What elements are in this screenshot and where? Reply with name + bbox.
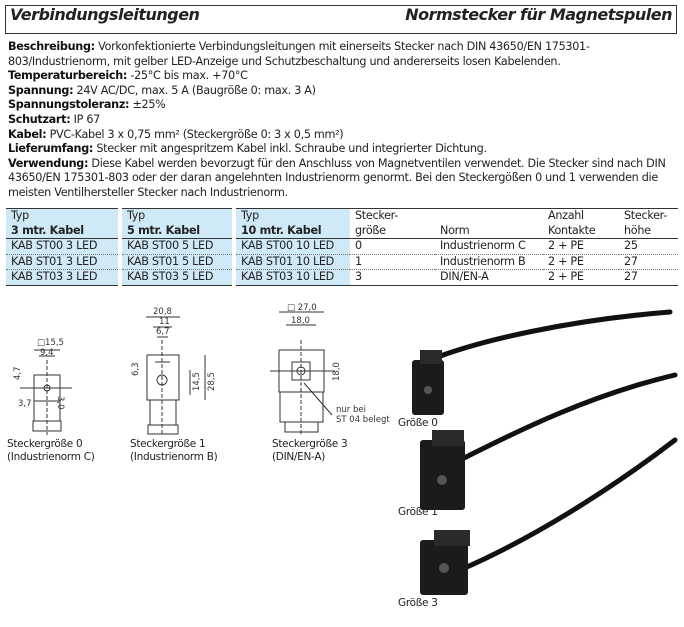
svg-text:□ 27,0: □ 27,0: [287, 303, 317, 313]
desc-line: Beschreibung: Vorkonfektionierte Verbind…: [8, 40, 590, 68]
connector-photos: [412, 309, 678, 595]
photo-connector-0: [412, 350, 444, 415]
page-title: Verbindungsleitungen: [10, 5, 200, 24]
svg-text:18,0: 18,0: [291, 316, 310, 326]
svg-text:20,8: 20,8: [153, 307, 172, 317]
drawing-size-1: [146, 316, 206, 435]
caption-size-3: Steckergröße 3(DIN/EN-A): [272, 438, 348, 463]
svg-text:6,7: 6,7: [156, 327, 170, 337]
photo-connector-3: [420, 530, 470, 595]
desc-line: Lieferumfang: Stecker mit angespritzem K…: [8, 142, 487, 156]
svg-text:18,0: 18,0: [332, 362, 342, 381]
desc-line: Spannungstoleranz: ±25%: [8, 98, 166, 112]
drawing-size-0: [20, 349, 72, 435]
description: Beschreibung: Vorkonfektionierte Verbind…: [8, 40, 680, 201]
page-subtitle: Normstecker für Magnetspulen: [405, 5, 672, 24]
desc-line: Verwendung: Diese Kabel werden bevorzugt…: [8, 156, 666, 199]
svg-text:4,7: 4,7: [13, 366, 23, 380]
desc-line: Schutzart: IP 67: [8, 112, 100, 126]
photo-connector-1: [420, 430, 465, 510]
svg-text:28,5: 28,5: [207, 372, 217, 391]
technical-drawings: □15,5 9,4 4,7 3,7 3,0 20,8 11 6,7 6,3 14…: [13, 303, 390, 435]
svg-text:6,3: 6,3: [131, 362, 141, 376]
desc-line: Temperaturbereich: -25°C bis max. +70°C: [8, 69, 248, 83]
svg-text:14,5: 14,5: [192, 372, 202, 391]
caption-size-0: Steckergröße 0(Industrienorm C): [7, 438, 95, 463]
svg-text:3,0: 3,0: [55, 396, 65, 410]
photo-label-3: Größe 3: [398, 597, 438, 609]
desc-line: Spannung: 24V AC/DC, max. 5 A (Baugröße …: [8, 83, 316, 97]
title-box: [5, 5, 677, 34]
svg-text:nur bei: nur bei: [336, 405, 366, 415]
svg-text:3,7: 3,7: [18, 399, 32, 409]
desc-line: Kabel: PVC-Kabel 3 x 0,75 mm² (Steckergr…: [8, 127, 344, 141]
photo-label-0: Größe 0: [398, 417, 438, 429]
svg-text:9,4: 9,4: [40, 348, 54, 358]
drawing-size-3: [270, 311, 335, 435]
svg-text:ST 04 belegt: ST 04 belegt: [336, 415, 390, 425]
svg-text:□15,5: □15,5: [37, 338, 64, 348]
photo-label-1: Größe 1: [398, 506, 438, 518]
caption-size-1: Steckergröße 1(Industrienorm B): [130, 438, 218, 463]
svg-text:11: 11: [159, 317, 170, 327]
